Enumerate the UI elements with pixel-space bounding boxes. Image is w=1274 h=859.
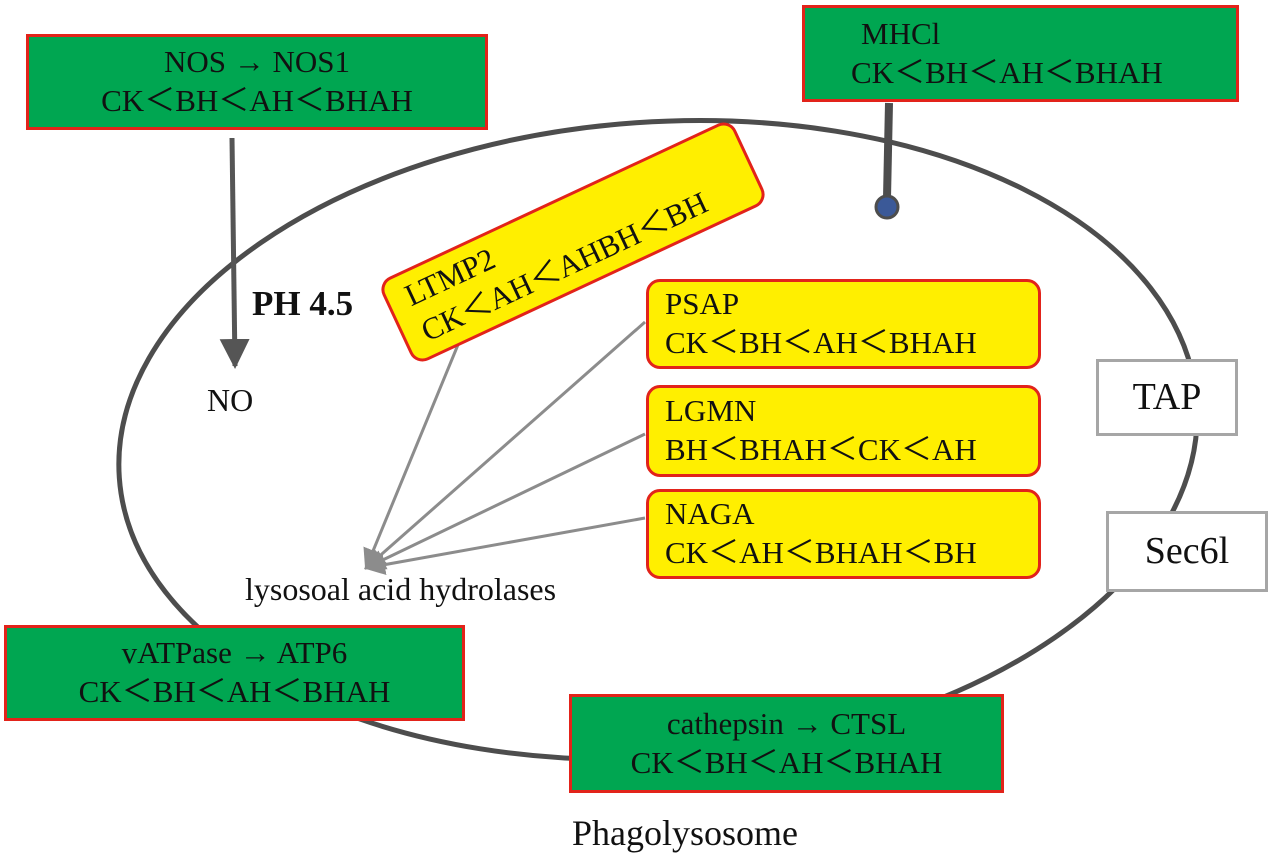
sec61-box: Sec6l xyxy=(1106,511,1268,592)
cathepsin-line2: CK＜BH＜AH＜BHAH xyxy=(630,744,943,780)
naga-line2: CK＜AH＜BHAH＜BH xyxy=(665,535,977,570)
sec61-label: Sec6l xyxy=(1144,529,1230,572)
psap-line1: PSAP xyxy=(665,286,740,322)
lgmn-line2: BH＜BHAH＜CK＜AH xyxy=(665,432,977,467)
cathepsin-line1: cathepsin → CTSL xyxy=(666,705,907,741)
mhc-line2: CK＜BH＜AH＜BHAH xyxy=(851,54,1163,90)
psap-box: PSAP CK＜BH＜AH＜BHAH xyxy=(646,279,1041,369)
psap-arrow xyxy=(364,320,646,570)
vatpase-box: vATPase → ATP6 CK＜BH＜AH＜BHAH xyxy=(4,625,465,721)
lgmn-box: LGMN BH＜BHAH＜CK＜AH xyxy=(646,385,1041,477)
psap-line2: CK＜BH＜AH＜BHAH xyxy=(665,325,977,360)
ph-label: PH 4.5 xyxy=(252,284,354,323)
naga-box: NAGA CK＜AH＜BHAH＜BH xyxy=(646,489,1041,579)
nos-to-no-arrow xyxy=(219,137,250,369)
tap-box: TAP xyxy=(1096,359,1238,436)
naga-line1: NAGA xyxy=(665,496,755,532)
no-label: NO xyxy=(207,382,254,418)
nos-line1: NOS → NOS1 xyxy=(163,44,351,80)
nos-box: NOS → NOS1 CK＜BH＜AH＜BHAH xyxy=(26,34,488,130)
mhc-anchor-line xyxy=(883,102,893,199)
nos-line2: CK＜BH＜AH＜BHAH xyxy=(101,83,413,118)
mhc-anchor-dot xyxy=(874,194,900,220)
vatpase-line2: CK＜BH＜AH＜BHAH xyxy=(78,674,391,709)
vatpase-line1: vATPase → ATP6 xyxy=(121,635,348,671)
naga-arrow xyxy=(363,516,646,576)
cathepsin-box: cathepsin → CTSL CK＜BH＜AH＜BHAH xyxy=(569,694,1004,793)
mhc-line1: MHCl xyxy=(861,15,941,51)
lgmn-arrow xyxy=(364,432,646,570)
tap-label: TAP xyxy=(1132,375,1202,418)
organelle-label: Phagolysosome xyxy=(572,813,799,853)
hydrolases-label: lysosoal acid hydrolases xyxy=(245,571,557,607)
lgmn-line1: LGMN xyxy=(665,393,757,429)
mhc-box: MHCl CK＜BH＜AH＜BHAH xyxy=(802,5,1239,102)
ltmp2-arrow xyxy=(363,334,464,570)
